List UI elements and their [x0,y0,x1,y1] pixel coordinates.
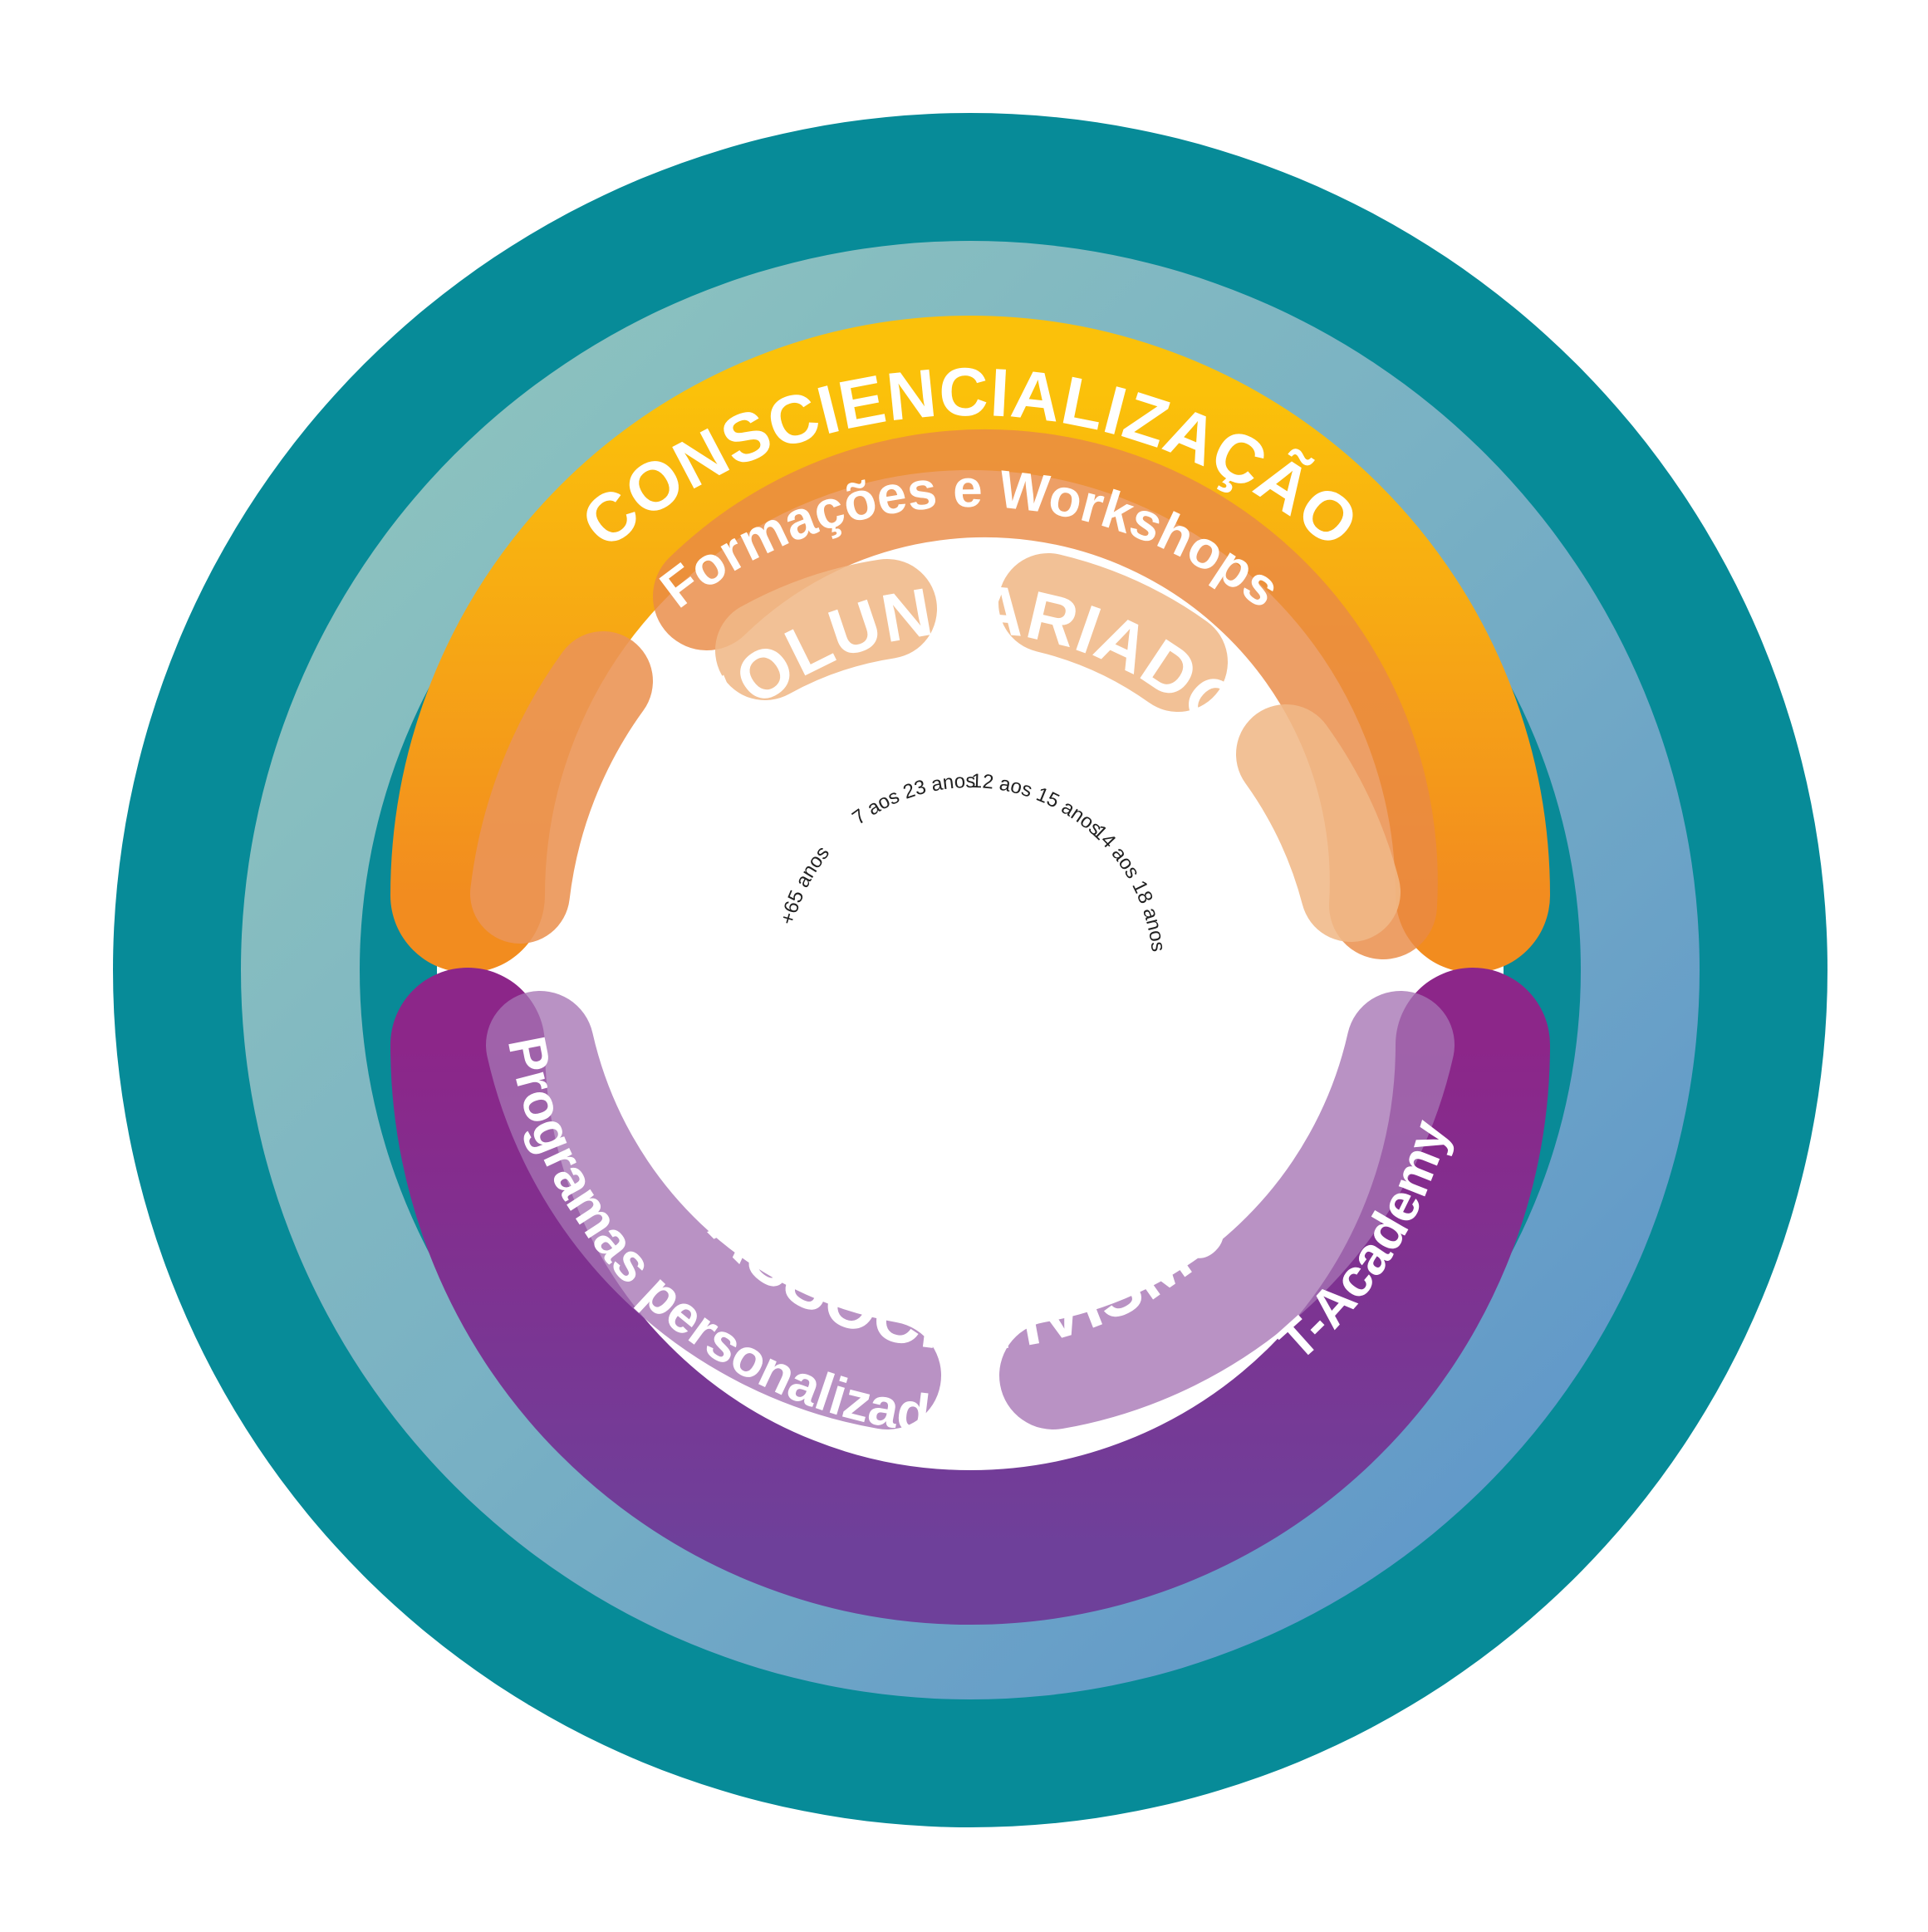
xlead-band [486,991,941,1429]
reformers-band [470,631,653,944]
clube-band [998,553,1228,712]
associativismo-band [390,968,1550,1625]
voluntariado-band [390,316,1550,973]
escola-band [653,429,1438,959]
tbros-band [715,559,937,700]
comentores-band [1236,704,1401,942]
aelead-band [999,991,1455,1429]
